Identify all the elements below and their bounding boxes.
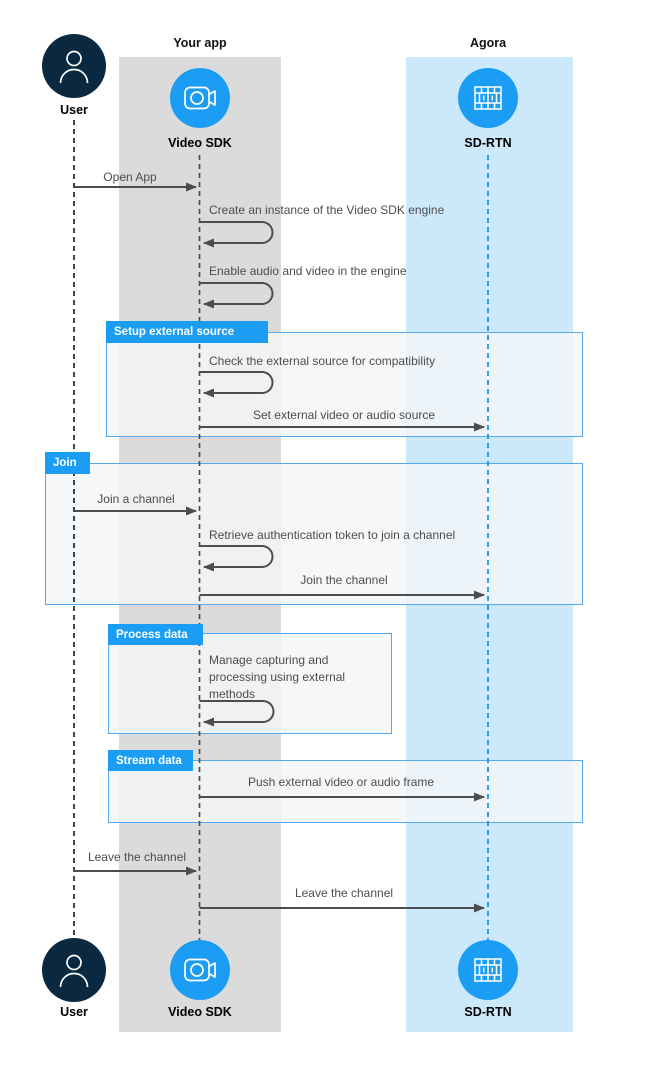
message-set-external: Set external video or audio source (252, 408, 436, 422)
message-open-app: Open App (103, 170, 157, 184)
sd-rtn-node-top (458, 68, 518, 128)
sd-rtn-avatar (458, 68, 518, 128)
video-sdk-node-bottom (170, 940, 230, 1000)
your-app-header: Your app (173, 36, 227, 50)
user-label-bottom: User (60, 1005, 88, 1019)
chip-join: Join (45, 452, 90, 474)
video-sdk-label-top: Video SDK (168, 136, 232, 150)
frame-stream-data (108, 760, 583, 823)
user-node-top (42, 34, 106, 98)
server-rack-icon (474, 86, 502, 110)
chip-stream-data: Stream data (108, 750, 193, 771)
frame-join (45, 463, 583, 605)
message-manage-capturing: Manage capturing and processing using ex… (209, 653, 346, 701)
sd-rtn-avatar (458, 940, 518, 1000)
video-sdk-label-bottom: Video SDK (168, 1005, 232, 1019)
message-leave-user: Leave the channel (87, 850, 187, 864)
user-avatar (42, 938, 106, 1002)
video-camera-icon (184, 86, 216, 110)
message-join-the-channel: Join the channel (300, 573, 388, 587)
message-push-frame: Push external video or audio frame (247, 775, 435, 789)
message-enable-av: Enable audio and video in the engine (209, 264, 407, 278)
agora-header: Agora (469, 36, 507, 50)
person-icon (59, 50, 89, 84)
chip-process-data: Process data (108, 624, 203, 645)
video-sdk-node-top (170, 68, 230, 128)
message-join-a-channel: Join a channel (97, 492, 175, 506)
user-label-top: User (60, 103, 88, 117)
message-check-source: Check the external source for compatibil… (209, 354, 436, 368)
person-icon (59, 954, 89, 988)
sd-rtn-label-bottom: SD-RTN (464, 1005, 512, 1019)
message-retrieve-token: Retrieve authentication token to join a … (209, 528, 456, 542)
message-create-instance: Create an instance of the Video SDK engi… (209, 203, 445, 217)
video-sdk-avatar (170, 68, 230, 128)
server-rack-icon (474, 958, 502, 982)
message-leave-sdk: Leave the channel (294, 886, 394, 900)
video-sdk-avatar (170, 940, 230, 1000)
video-camera-icon (184, 958, 216, 982)
frame-setup-external-source (106, 332, 583, 437)
sd-rtn-label-top: SD-RTN (464, 136, 512, 150)
user-node-bottom (42, 938, 106, 1002)
sd-rtn-node-bottom (458, 940, 518, 1000)
user-avatar (42, 34, 106, 98)
chip-setup-external-source: Setup external source (106, 321, 268, 343)
